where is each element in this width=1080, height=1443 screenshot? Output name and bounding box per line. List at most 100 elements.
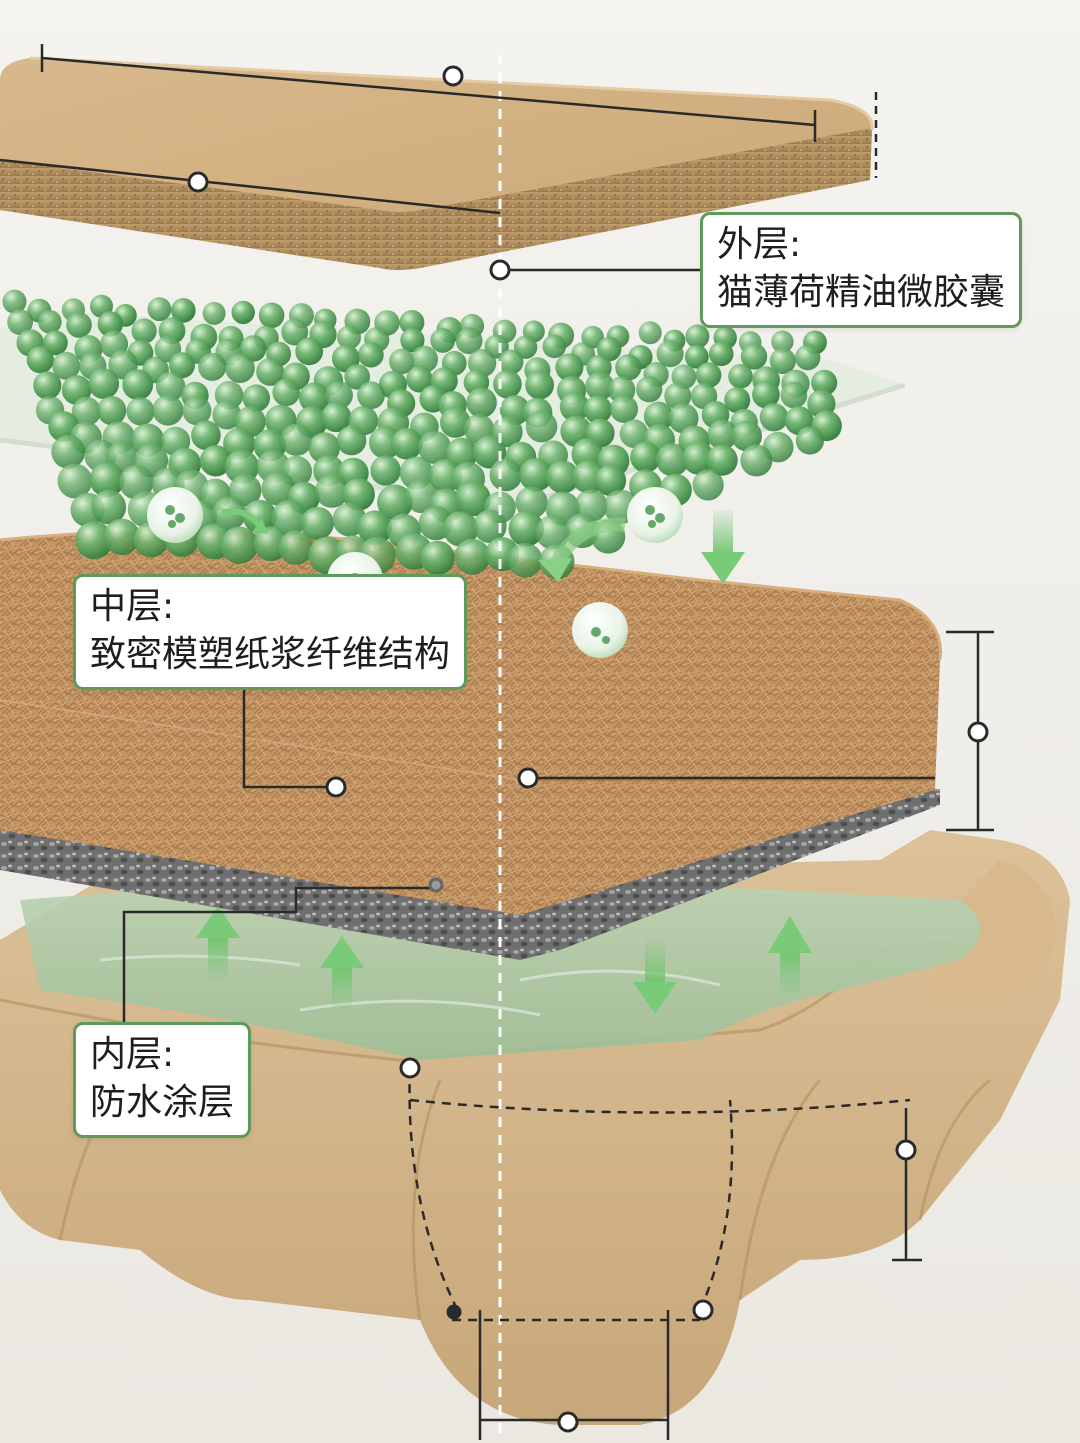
capsule-bead bbox=[615, 354, 642, 381]
capsule-bead bbox=[147, 297, 172, 322]
capsule-bead bbox=[52, 351, 81, 380]
capsule-bead bbox=[280, 423, 313, 456]
board-edge-leader bbox=[0, 158, 501, 215]
arrow-curved-icon bbox=[221, 508, 268, 534]
arrow-curved-icon bbox=[538, 517, 626, 582]
capsule-bead bbox=[199, 445, 232, 477]
marker-dot bbox=[446, 1304, 462, 1320]
marker-dot bbox=[692, 1299, 714, 1321]
molecule-icon bbox=[147, 487, 203, 543]
dimension-lines bbox=[0, 44, 994, 1440]
capsule-bead bbox=[358, 341, 384, 368]
capsule-bead bbox=[271, 499, 308, 536]
capsule-bead bbox=[708, 341, 734, 367]
capsule-bead bbox=[242, 384, 270, 412]
capsule-bead bbox=[685, 324, 710, 349]
capsule-bead bbox=[295, 337, 324, 366]
capsule-bead bbox=[759, 403, 789, 432]
capsule-bead bbox=[272, 378, 301, 407]
arrow-down-icon bbox=[633, 940, 677, 1014]
capsule-bead bbox=[473, 435, 507, 469]
capsule-bead bbox=[119, 464, 154, 500]
capsule-bead bbox=[122, 369, 154, 401]
capsule-bead bbox=[357, 510, 393, 545]
capsule-bead bbox=[559, 392, 590, 422]
capsule-bead bbox=[91, 489, 127, 525]
capsule-bead bbox=[643, 401, 674, 432]
capsule-bead bbox=[418, 430, 452, 464]
capsule-bead bbox=[410, 345, 438, 373]
marker-dot bbox=[399, 1057, 421, 1079]
capsule-bead bbox=[420, 540, 455, 576]
capsule-bead bbox=[66, 312, 92, 338]
capsule-bead bbox=[103, 518, 140, 555]
capsule-bead bbox=[740, 343, 768, 370]
capsule-bead bbox=[706, 444, 738, 476]
capsule-bead bbox=[442, 511, 479, 547]
dimension-markers bbox=[187, 65, 989, 1433]
capsule-bead bbox=[664, 382, 692, 410]
capsule-bead bbox=[752, 380, 780, 409]
capsule-bead bbox=[256, 357, 285, 386]
capsule-bead bbox=[89, 462, 125, 498]
capsule-bead bbox=[585, 371, 615, 401]
capsule-bead bbox=[682, 442, 715, 475]
capsule-bead bbox=[321, 402, 352, 433]
marker-dot bbox=[557, 1411, 579, 1433]
capsule-bead bbox=[684, 344, 709, 369]
inner-leader bbox=[122, 886, 436, 1022]
capsule-bead bbox=[171, 298, 196, 323]
capsule-bead bbox=[258, 302, 285, 329]
capsule-bead bbox=[281, 318, 309, 346]
capsule-bead bbox=[724, 387, 751, 414]
capsule-bead bbox=[535, 515, 571, 550]
capsule-bead bbox=[546, 460, 580, 494]
capsule-bead bbox=[182, 396, 212, 426]
capsule-bead bbox=[51, 434, 86, 469]
capsule-bead bbox=[780, 381, 808, 409]
capsule-bead bbox=[515, 486, 548, 519]
outer-layer-description: 猫薄荷精油微胶囊 bbox=[717, 272, 1006, 313]
middle-layer-callout: 中层: 致密模塑纸浆纤维结构 bbox=[73, 574, 468, 690]
capsule-bead bbox=[440, 407, 471, 438]
capsule-bead bbox=[300, 506, 334, 540]
arrow-down-icon bbox=[701, 510, 745, 584]
capsule-bead bbox=[728, 364, 753, 389]
capsule-bead bbox=[33, 371, 62, 400]
capsule-bead bbox=[152, 394, 184, 426]
capsule-bead bbox=[357, 381, 385, 410]
capsule-bead bbox=[278, 530, 314, 565]
marker-dot bbox=[428, 877, 444, 893]
capsule-bead bbox=[43, 330, 68, 356]
capsule-bead bbox=[400, 328, 425, 353]
marker-dot bbox=[895, 1139, 917, 1161]
capsule-bead bbox=[370, 455, 401, 486]
capsule-bead bbox=[337, 325, 361, 350]
capsule-bead bbox=[507, 542, 543, 578]
capsule-bead bbox=[231, 300, 255, 325]
capsule-bead bbox=[202, 301, 226, 325]
capsule-bead bbox=[406, 366, 433, 393]
capsule-bead bbox=[455, 327, 483, 355]
capsule-bead bbox=[731, 420, 762, 452]
pocket-depth-dimension bbox=[892, 1108, 922, 1262]
marker-dot bbox=[442, 65, 464, 87]
capsule-bead bbox=[324, 381, 353, 410]
inner-layer-description: 防水涂层 bbox=[90, 1082, 235, 1123]
middle-layer-title: 中层: bbox=[90, 586, 175, 627]
capsule-bead bbox=[656, 443, 689, 477]
capsule-bead bbox=[555, 353, 584, 382]
capsule-bead bbox=[597, 336, 622, 362]
marker-dot bbox=[967, 721, 989, 743]
marker-dot bbox=[517, 767, 539, 789]
capsule-bead bbox=[636, 376, 663, 403]
capsule-bead bbox=[454, 538, 491, 575]
capsule-bead bbox=[769, 348, 796, 374]
capsule-bead bbox=[57, 463, 93, 499]
capsule-bead bbox=[619, 419, 649, 449]
capsule-bead bbox=[692, 469, 724, 501]
capsule-bead bbox=[344, 364, 371, 390]
middle-layer-description: 致密模塑纸浆纤维结构 bbox=[90, 634, 451, 675]
capsule-bead bbox=[399, 310, 425, 335]
capsule-bead bbox=[795, 426, 825, 455]
